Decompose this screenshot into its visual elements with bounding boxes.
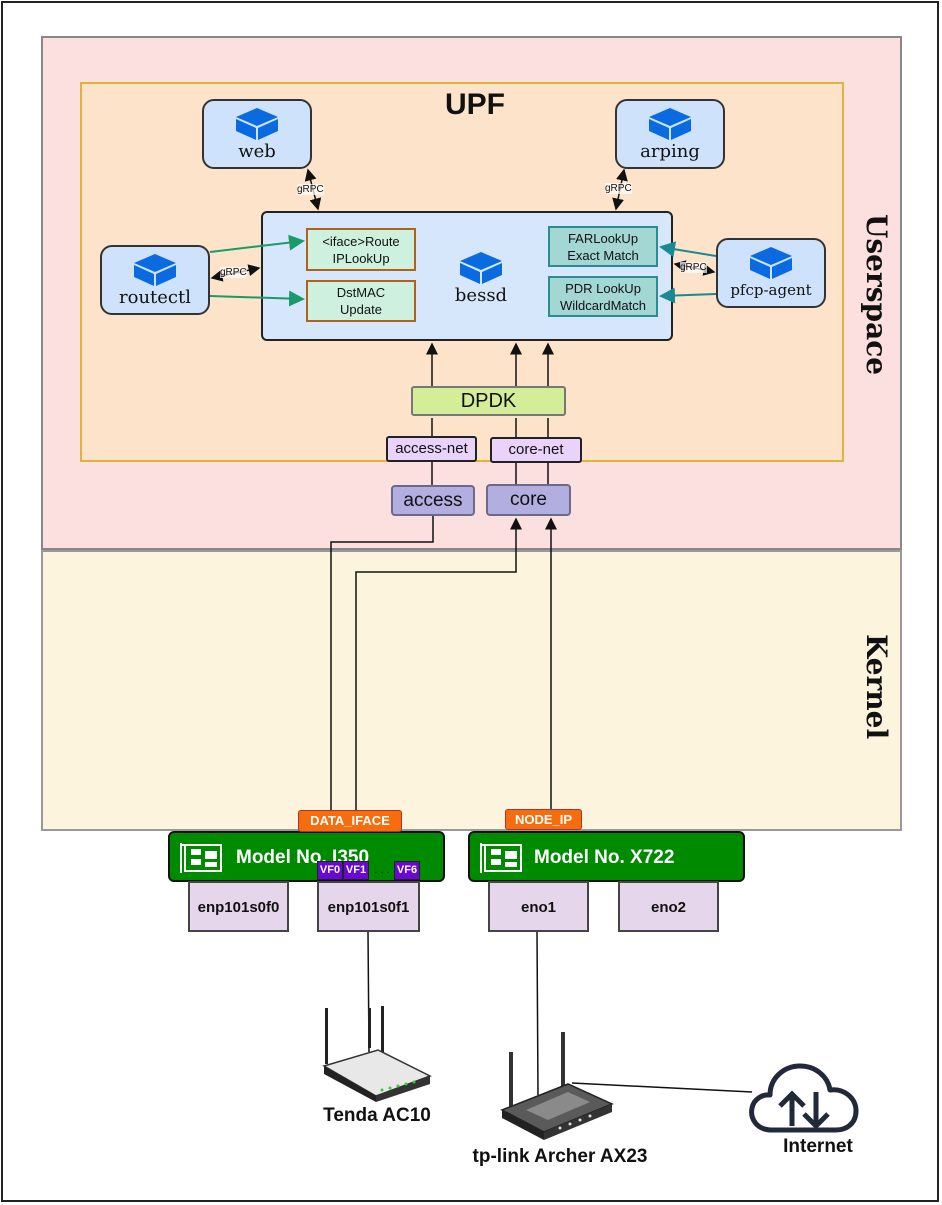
pfcp-agent-label: pfcp-agent [730,281,812,299]
grpc-label: gRPC [297,184,324,195]
kernel-region [41,550,902,831]
arping-service: arping [615,99,725,169]
grpc-label: gRPC [220,267,247,278]
route-line2: IPLookUp [332,250,390,266]
tplink-label: tp-link Archer AX23 [472,1146,648,1167]
core-port: core [486,484,571,516]
dpdk-box: DPDK [411,386,566,416]
iface-eno2: eno2 [618,881,719,932]
node-ip-tag: NODE_IP [505,809,582,830]
iface-eno1: eno1 [488,881,589,932]
vf-badge: VF1 [343,861,369,880]
container-cube-icon [750,247,792,279]
cloud-upload-download-icon [749,1063,859,1133]
tenda-label: Tenda AC10 [323,1105,431,1126]
arping-label: arping [640,141,700,162]
dstmac-line2: Update [340,302,382,317]
network-card-icon [480,843,522,873]
network-card-icon [180,843,222,873]
far-line1: FARLookUp [567,230,639,246]
access-net-box: access-net [386,436,477,462]
dstmac-line1: DstMAC [336,285,386,300]
core-net-box: core-net [490,437,582,463]
userspace-label: Userspace [860,214,893,376]
iface-enp101s0f1: enp101s0f1 [317,881,420,932]
kernel-label: Kernel [860,634,893,740]
routectl-service: routectl [100,245,210,315]
internet-label: Internet [783,1136,853,1157]
wifi-router-icon [322,1006,432,1102]
access-port: access [391,485,475,516]
iface-enp101s0f0: enp101s0f0 [188,881,289,932]
dstmac-update-module: DstMAC Update [306,280,416,322]
container-cube-icon [134,254,176,286]
web-label: web [238,141,276,162]
nic-x722-title: Model No. X722 [534,847,675,868]
route-line1: <iface>Route [322,233,400,249]
nic-x722: Model No. X722 [468,831,745,882]
far-line2: Exact Match [567,247,639,263]
pfcp-agent-service: pfcp-agent [716,238,826,308]
pdr-line2: WildcardMatch [560,297,646,313]
container-cube-icon [236,108,278,140]
routectl-label: routectl [119,287,191,308]
upf-title: UPF [445,88,505,121]
wifi-router-icon [500,1032,614,1140]
vf-badge: VF6 [394,861,420,880]
web-service: web [202,99,312,169]
grpc-label: gRPC [680,262,707,273]
vf-ellipsis: . . . [374,864,390,876]
pdr-line1: PDR LookUp [565,280,641,296]
bessd-label: bessd [454,285,508,306]
vf-badge: VF0 [317,861,343,880]
data-iface-tag: DATA_IFACE [298,810,402,832]
container-cube-icon [649,108,691,140]
container-cube-icon [460,252,502,284]
grpc-label: gRPC [605,183,632,194]
